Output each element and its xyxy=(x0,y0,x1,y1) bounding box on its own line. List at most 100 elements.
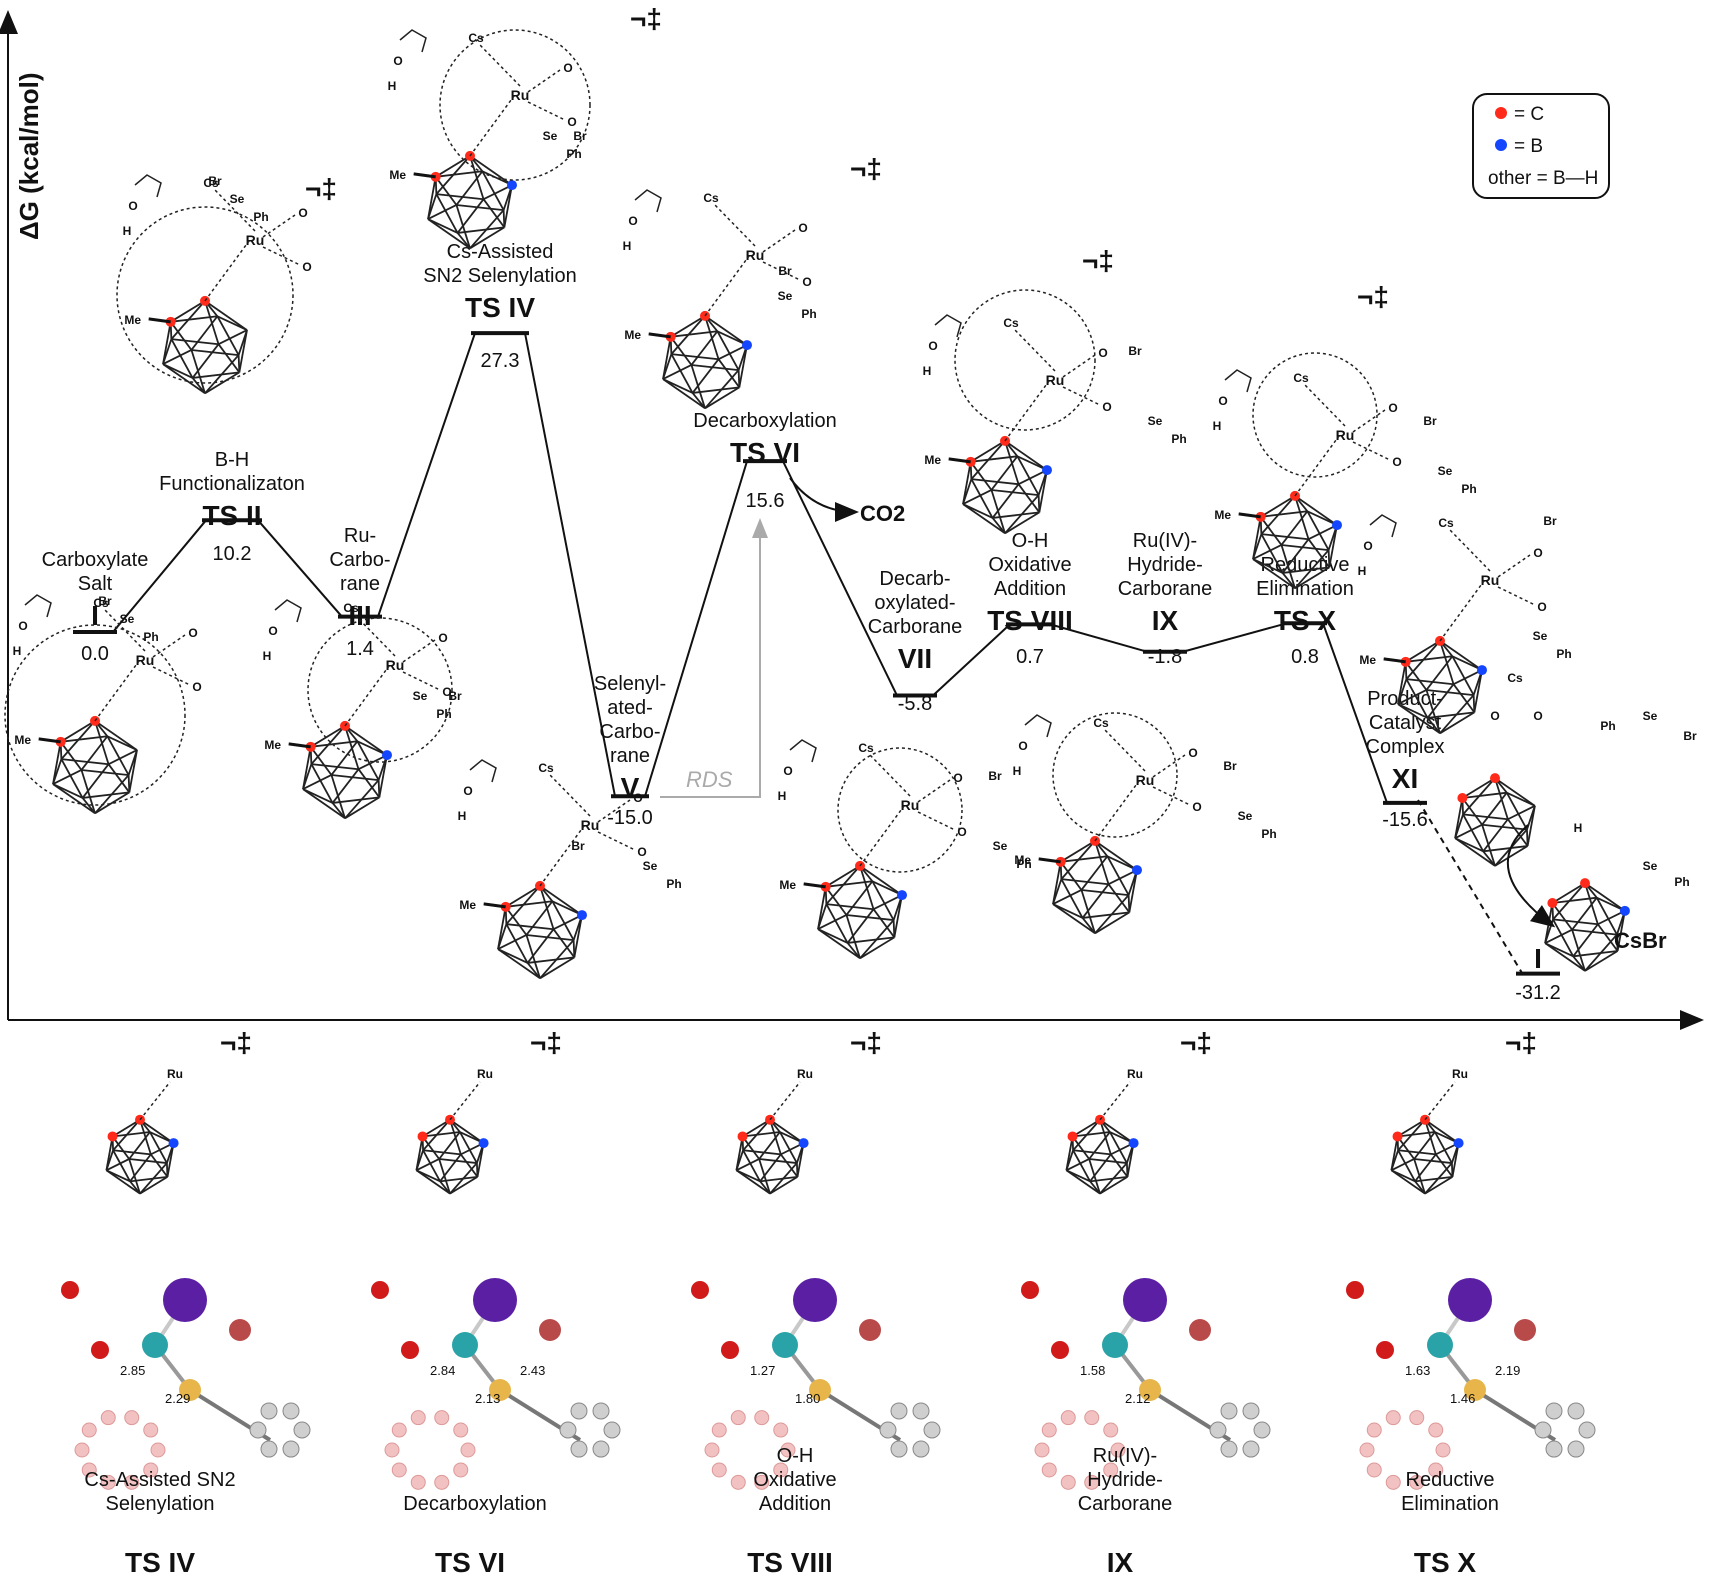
state-energy-value: 10.2 xyxy=(213,543,252,565)
panel-name-line: O-H xyxy=(777,1445,814,1467)
atom-label: Se xyxy=(1438,464,1453,478)
atom-label: Ru xyxy=(901,797,920,813)
atom-label: Br xyxy=(98,594,112,608)
atom-label: H xyxy=(388,79,397,93)
transition-state-dagger: ¬‡ xyxy=(1357,281,1389,312)
atom-label: H xyxy=(923,364,932,378)
oxygen-atom xyxy=(1021,1281,1039,1299)
panel-name-line: Hydride- xyxy=(1087,1469,1163,1491)
state-energy-value: -5.8 xyxy=(898,693,932,715)
selenium-atom xyxy=(809,1379,831,1401)
atom-label: Me xyxy=(1214,508,1231,522)
atom-label: O xyxy=(1533,709,1542,723)
atom-label: O xyxy=(463,784,472,798)
atom-label: O xyxy=(442,685,451,699)
state-energy-value: -15.0 xyxy=(607,807,653,829)
atom-label: O xyxy=(1098,346,1107,360)
state-name-line: Oxidative xyxy=(988,554,1071,576)
atom-label: Cs xyxy=(1438,516,1454,530)
oxygen-atom xyxy=(1051,1341,1069,1359)
carbon-atom xyxy=(1580,878,1590,889)
transition-state-dagger: ¬‡ xyxy=(850,1027,882,1058)
cesium-atom xyxy=(473,1278,517,1322)
ruthenium-atom xyxy=(772,1332,798,1358)
atom-label: H xyxy=(458,809,467,823)
state-id: TS VIII xyxy=(987,605,1073,636)
atom-label: Ph xyxy=(253,210,268,224)
state-name-line: O-H xyxy=(1012,530,1049,552)
atom-label: Br xyxy=(1223,759,1237,773)
transition-state-dagger: ¬‡ xyxy=(220,1027,252,1058)
atom-label: O xyxy=(1363,539,1372,553)
atom-label: Ph xyxy=(1171,432,1186,446)
atom-label: Ph xyxy=(1674,875,1689,889)
oxygen-atom xyxy=(691,1281,709,1299)
atom-label: Ru xyxy=(1046,372,1065,388)
cesium-atom xyxy=(163,1278,207,1322)
boron-atom xyxy=(741,340,752,351)
atom-label: Cs xyxy=(1003,316,1019,330)
bond-distance: 2.19 xyxy=(1495,1363,1520,1378)
panel-id: TS IV xyxy=(125,1547,195,1578)
atom-label: Ru xyxy=(581,817,600,833)
state-energy-value: -1.8 xyxy=(1148,646,1182,668)
atom-label: O xyxy=(953,771,962,785)
state-id: IX xyxy=(1152,605,1179,636)
panel-name-line: Elimination xyxy=(1401,1493,1499,1515)
atom-label: O xyxy=(783,764,792,778)
bond-distance: 2.85 xyxy=(120,1363,145,1378)
transition-state-dagger: ¬‡ xyxy=(1082,245,1114,276)
bond-distance: 1.27 xyxy=(750,1363,775,1378)
atom-label: Br xyxy=(1683,729,1697,743)
oxygen-atom xyxy=(721,1341,739,1359)
atom-label: Br xyxy=(448,689,462,703)
atom-label: Br xyxy=(1423,414,1437,428)
state-energy-value: -15.6 xyxy=(1382,809,1428,831)
atom-label: O xyxy=(628,214,637,228)
state-id: V xyxy=(621,772,640,803)
state-energy-value: 0.0 xyxy=(81,643,109,665)
atom-label: Ru xyxy=(477,1067,493,1081)
state-energy-value: 15.6 xyxy=(746,490,785,512)
atom-label: O xyxy=(192,680,201,694)
atom-label: O xyxy=(802,275,811,289)
carbon-atom xyxy=(1457,792,1468,803)
bond-distance: 2.84 xyxy=(430,1363,455,1378)
atom-label: Me xyxy=(264,738,281,752)
atom-label: Ph xyxy=(1600,719,1615,733)
state-name-line: Ru- xyxy=(344,525,376,547)
state-id: TS VI xyxy=(730,437,800,468)
cesium-atom xyxy=(793,1278,837,1322)
transition-state-dagger: ¬‡ xyxy=(1505,1027,1537,1058)
atom-label: Ru xyxy=(167,1067,183,1081)
atom-label: O xyxy=(957,825,966,839)
atom-label: O xyxy=(302,260,311,274)
legend: = C = B other = B—H xyxy=(1472,93,1610,199)
boron-atom xyxy=(506,180,517,191)
boron-atom xyxy=(1128,1138,1139,1149)
legend-boron-label: = B xyxy=(1514,136,1543,157)
atom-label: Ru xyxy=(1136,772,1155,788)
atom-label: Me xyxy=(124,313,141,327)
state-id: I xyxy=(1534,943,1542,974)
legend-carbon-dot xyxy=(1495,107,1507,119)
panel-name-line: Addition xyxy=(759,1493,831,1515)
panel-name-line: Ru(IV)- xyxy=(1093,1445,1157,1467)
oxygen-atom xyxy=(1376,1341,1394,1359)
state-name-line: Carboxylate xyxy=(42,549,149,571)
atom-label: Ph xyxy=(143,630,158,644)
atom-label: Se xyxy=(1533,629,1548,643)
ruthenium-atom xyxy=(1427,1332,1453,1358)
atom-label: O xyxy=(928,339,937,353)
boron-atom xyxy=(896,890,907,901)
state-name-line: rane xyxy=(610,745,650,767)
atom-label: O xyxy=(1188,746,1197,760)
bond-distance: 2.13 xyxy=(475,1391,500,1406)
state-name-line: Functionalizaton xyxy=(159,473,305,495)
bond-distance: 1.46 xyxy=(1450,1391,1475,1406)
bond-distance: 1.80 xyxy=(795,1391,820,1406)
atom-label: H xyxy=(1213,419,1222,433)
